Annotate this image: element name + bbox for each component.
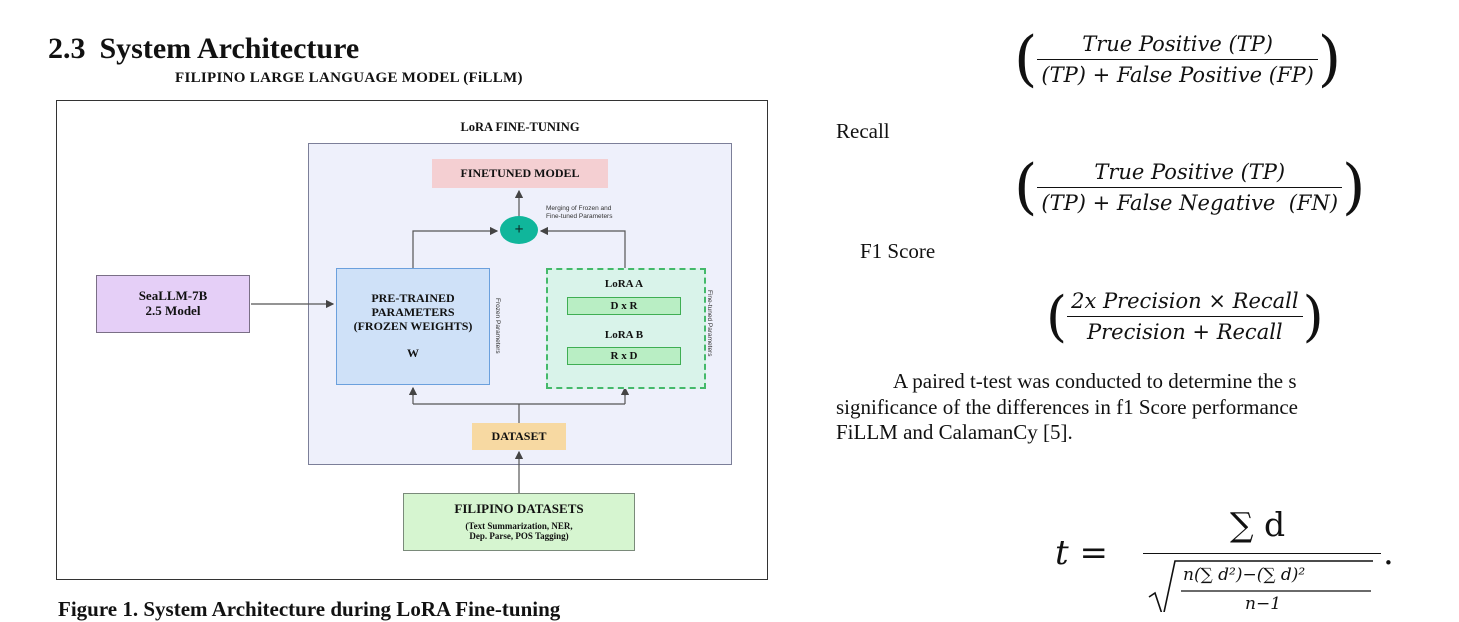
merge-note-line1: Merging of Frozen and [546,205,612,212]
recall-formula: (True Positive (TP)(TP) + False Negative… [1014,152,1366,222]
arrow-dataset-to-branches [412,388,626,423]
filipino-datasets-title: FILIPINO DATASETS [454,500,584,516]
t-test-period: . [1383,533,1394,573]
t-test-formula: t = ∑ d n(∑ d²)−(∑ d)² n−1 . [1055,505,1395,612]
lora-b-label: LoRA B [604,329,644,341]
base-model-line2: 2.5 Model [145,303,201,318]
precision-numerator: True Positive (TP) [1082,31,1273,56]
pretrained-line1: PRE-TRAINED [371,290,455,305]
paragraph-line2: significance of the differences in f1 Sc… [836,395,1298,419]
filipino-datasets-subtitle: (Text Summarization, NER, Dep. Parse, PO… [465,521,572,543]
t-test-radical [1148,560,1373,612]
figure-frame [56,100,768,580]
t-test-numerator: ∑ d [1230,505,1286,544]
finetuned-parameters-label: Fine-tuned Parameters [706,290,713,357]
t-test-radicand-top: n(∑ d²)−(∑ d)² [1183,565,1306,585]
section-heading: 2.3 System Architecture [48,32,359,66]
lora-a-label: LoRA A [604,278,644,290]
pretrained-line2: PARAMETERS [371,304,455,319]
arrow-lora-to-merge [539,226,626,268]
frozen-parameters-label: Frozen Parameters [494,298,501,354]
t-test-radicand-bottom: n−1 [1245,594,1282,612]
finetuned-model-box: FINETUNED MODEL [432,159,608,188]
precision-denominator: (TP) + False Positive (FP) [1041,62,1314,87]
recall-label: Recall [836,119,890,143]
f1-label: F1 Score [860,239,936,263]
section-number: 2.3 [48,32,86,65]
arrow-pretrained-to-merge [412,226,499,268]
t-test-fraction-bar [1143,553,1381,554]
dataset-box: DATASET [472,423,566,450]
lora-a-matrix: D x R [567,297,681,315]
filipino-datasets-sub2: Dep. Parse, POS Tagging) [469,531,569,542]
base-model-line1: SeaLLM-7B [138,288,208,304]
pretrained-weight-symbol: W [407,346,419,361]
lora-adapters-group [546,268,706,389]
figure-title: FILIPINO LARGE LANGUAGE MODEL (FiLLM) [175,70,523,86]
precision-formula: (True Positive (TP)(TP) + False Positive… [1014,24,1342,94]
t-test-lhs: t = [1055,533,1108,573]
merge-note-line2: Fine-tuned Parameters [546,212,613,220]
merge-node: + [500,216,538,244]
f1-denominator: Precision + Recall [1087,320,1283,344]
base-model-box: SeaLLM-7B 2.5 Model [96,275,250,333]
pretrained-parameters-box: PRE-TRAINED PARAMETERS (FROZEN WEIGHTS) … [336,268,490,385]
recall-numerator: True Positive (TP) [1094,159,1286,184]
lora-b-matrix: R x D [567,347,681,365]
section-title: System Architecture [99,32,360,65]
filipino-datasets-sub1: (Text Summarization, NER, [465,520,573,531]
pretrained-line3: (FROZEN WEIGHTS) [353,318,473,333]
f1-numerator: 2x Precision × Recall [1071,289,1299,313]
recall-denominator: (TP) + False Negative (FN) [1041,190,1339,215]
lora-finetuning-title: LoRA FINE-TUNING [460,120,580,134]
figure-caption: Figure 1. System Architecture during LoR… [58,597,561,621]
merge-note: Merging of Frozen and Fine-tuned Paramet… [546,205,612,221]
paragraph-line1: A paired t-test was conducted to determi… [893,369,1297,393]
filipino-datasets-box: FILIPINO DATASETS (Text Summarization, N… [403,493,635,551]
paragraph-line3: FiLLM and CalamanCy [5]. [836,420,1073,444]
